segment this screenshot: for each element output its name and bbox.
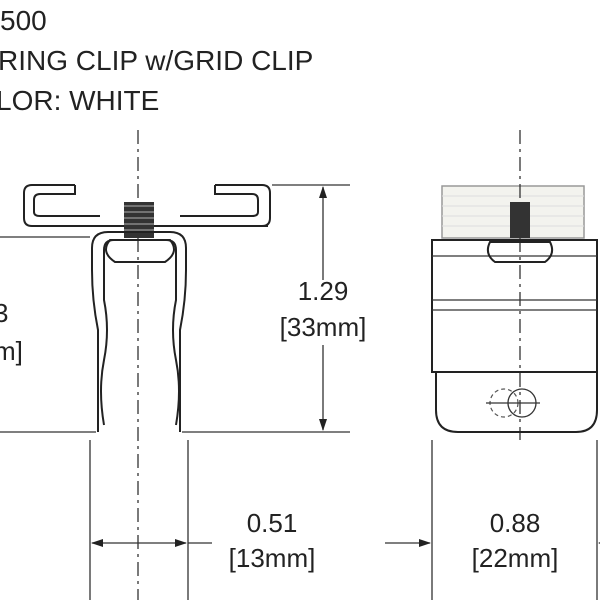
- grid-tee-right: [215, 184, 271, 227]
- threaded-stud: [510, 202, 530, 238]
- spring-clip-outer: [91, 231, 187, 432]
- side-view: [431, 130, 598, 440]
- partial-dim-mm: m]: [0, 336, 23, 366]
- body-width-mm: [22mm]: [472, 543, 559, 573]
- clip-width-mm: [13mm]: [229, 543, 316, 573]
- clip-body: [431, 239, 598, 373]
- body-width-dimension: 0.88 [22mm]: [385, 440, 600, 600]
- clip-width-value: 0.51: [247, 508, 298, 538]
- part-description: RING CLIP w/GRID CLIP: [0, 45, 313, 76]
- partial-dim-value: 3: [0, 298, 8, 328]
- nut: [486, 241, 554, 263]
- grid-tee-left-inner: [33, 185, 100, 217]
- front-view: 3 m]: [0, 130, 350, 600]
- spring-clip-inner: [100, 239, 180, 426]
- body-width-value: 0.88: [490, 508, 541, 538]
- nut: [105, 239, 175, 263]
- grid-tee-left: [23, 184, 268, 227]
- clip-width-dimension: 0.51 [13mm]: [89, 440, 316, 600]
- clip-foot: [435, 372, 598, 433]
- height-dimension: 1.29 [33mm]: [280, 186, 367, 431]
- grid-tee-right-inner: [180, 185, 259, 217]
- part-number: 500: [0, 5, 47, 36]
- height-value: 1.29: [298, 276, 349, 306]
- part-color: LOR: WHITE: [0, 85, 159, 116]
- height-mm: [33mm]: [280, 312, 367, 342]
